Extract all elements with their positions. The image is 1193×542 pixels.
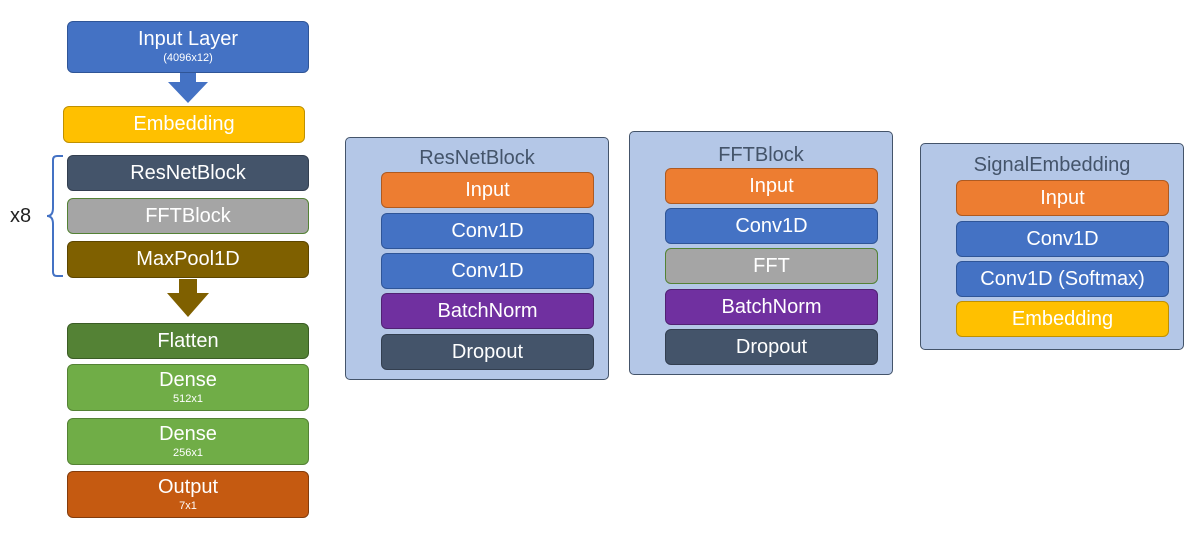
block-shape-label: (4096x12) [163,52,213,65]
fft-block-panel: FFTBlock Input Conv1D FFT BatchNorm Drop… [629,131,893,375]
panel-title: SignalEmbedding [973,154,1131,176]
down-arrow-icon [167,279,209,317]
block-label: Conv1D [735,214,808,237]
block-label: Flatten [157,329,219,352]
batchnorm-block: BatchNorm [665,289,878,325]
block-label: Input [749,174,794,197]
block-label: Conv1D [1026,227,1099,250]
block-label: Conv1D [451,259,524,282]
panel-title: FFTBlock [718,144,804,166]
repeat-count-label: x8 [10,205,32,227]
dense-256-block: Dense 256x1 [67,418,309,465]
resnet-block-panel: ResNetBlock Input Conv1D Conv1D BatchNor… [345,137,609,380]
resnet-block: ResNetBlock [67,155,309,191]
block-label: Conv1D [451,219,524,242]
block-label: FFT [753,254,790,277]
block-label: BatchNorm [437,299,538,322]
block-label: Input [465,178,510,201]
repeat-bracket [46,155,63,277]
embedding-block: Embedding [63,106,305,143]
input-layer-block: Input Layer (4096x12) [67,21,309,73]
block-shape-label: 256x1 [173,446,203,459]
input-block: Input [956,180,1169,216]
block-label: FFTBlock [145,204,231,227]
conv1d-softmax-block: Conv1D (Softmax) [956,261,1169,297]
block-label: ResNetBlock [130,161,246,184]
block-label: Dropout [735,335,808,358]
embedding-block: Embedding [956,301,1169,337]
block-label: Dense [159,422,217,445]
block-label: Input Layer [137,28,239,51]
conv1d-block: Conv1D [381,213,594,249]
block-label: Dense [159,368,217,391]
signal-embedding-panel: SignalEmbedding Input Conv1D Conv1D (Sof… [920,143,1184,350]
down-arrow-icon [168,73,208,103]
conv1d-block: Conv1D [381,253,594,289]
block-label: Embedding [133,113,235,135]
block-label: Dropout [451,340,524,363]
block-shape-label: 512x1 [173,392,203,405]
block-label: MaxPool1D [136,248,240,270]
block-label: Conv1D (Softmax) [980,267,1145,290]
panel-title: ResNetBlock [419,147,535,169]
batchnorm-block: BatchNorm [381,293,594,329]
dropout-block: Dropout [665,329,878,365]
maxpool-block: MaxPool1D [67,241,309,278]
block-label: Input [1040,186,1085,209]
fft-op-block: FFT [665,248,878,284]
input-block: Input [665,168,878,204]
conv1d-block: Conv1D [956,221,1169,257]
block-label: Embedding [1011,307,1114,330]
conv1d-block: Conv1D [665,208,878,244]
input-block: Input [381,172,594,208]
fft-block: FFTBlock [67,198,309,234]
output-block: Output 7x1 [67,471,309,518]
block-label: Output [157,475,219,498]
dense-512-block: Dense 512x1 [67,364,309,411]
block-shape-label: 7x1 [179,499,197,512]
flatten-block: Flatten [67,323,309,359]
block-label: BatchNorm [721,295,822,318]
dropout-block: Dropout [381,334,594,370]
